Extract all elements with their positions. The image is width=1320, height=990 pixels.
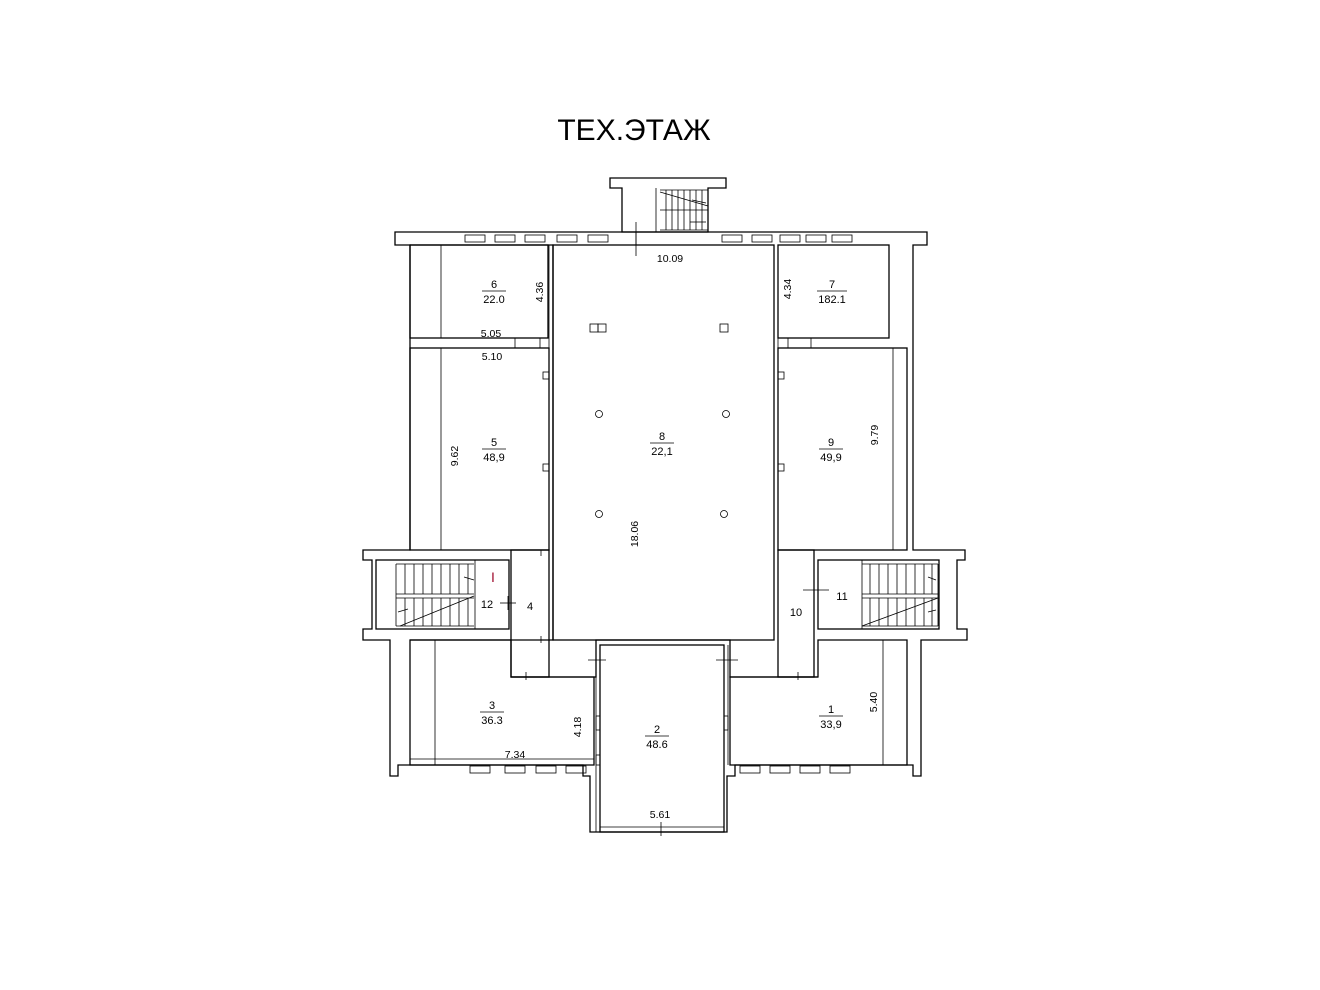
interior-walls [375,244,940,833]
room-6-area: 22.0 [483,294,504,306]
room-3-area: 36.3 [481,715,502,727]
dimension-labels: 10.09 4.36 4.34 5.05 5.10 9.62 9.79 18.0… [449,253,881,836]
room-2-number: 2 [654,724,660,736]
room-1-area: 33,9 [820,719,841,731]
room-4-number: 4 [527,601,533,613]
room-5-number: 5 [491,437,497,449]
room-11-number: 11 [836,591,847,603]
room-6-number: 6 [491,279,497,291]
dim-5-05: 5.05 [481,328,502,340]
dim-5-10: 5.10 [482,351,503,363]
room-8-number: 8 [659,431,665,443]
dim-4-18: 4.18 [572,717,584,738]
dim-5-40: 5.40 [868,692,880,713]
room-9-number: 9 [828,437,834,449]
room-12-number: 12 [481,599,493,611]
room-1-number: 1 [828,704,834,716]
room-labels: 6 22.0 7 182.1 5 48,9 8 22,1 9 49,9 12 4… [480,279,848,751]
dim-7-34: 7.34 [505,749,526,761]
dim-10-09: 10.09 [657,253,683,265]
dim-5-61: 5.61 [650,809,671,821]
stair-mark: I [491,569,495,585]
top-windows [464,234,853,243]
dim-18-06: 18.06 [629,521,641,547]
room-8-area: 22,1 [651,446,672,458]
stair-left [395,563,475,627]
room-2-area: 48.6 [646,739,667,751]
room-7-number: 7 [829,279,835,291]
entrance-stair-north [659,189,709,231]
dim-4-34: 4.34 [782,279,794,300]
dim-9-62: 9.62 [449,446,461,467]
outer-walls [362,177,968,833]
room-3-number: 3 [489,700,495,712]
bottom-windows [469,765,851,774]
dim-4-36: 4.36 [534,282,546,303]
room-5-area: 48,9 [483,452,504,464]
room-10-number: 10 [790,607,802,619]
dim-9-79: 9.79 [869,425,881,446]
plan-title: ТЕХ.ЭТАЖ [557,114,711,147]
stair-right [861,563,939,627]
room-7-area: 182.1 [818,294,846,306]
room-9-area: 49,9 [820,452,841,464]
